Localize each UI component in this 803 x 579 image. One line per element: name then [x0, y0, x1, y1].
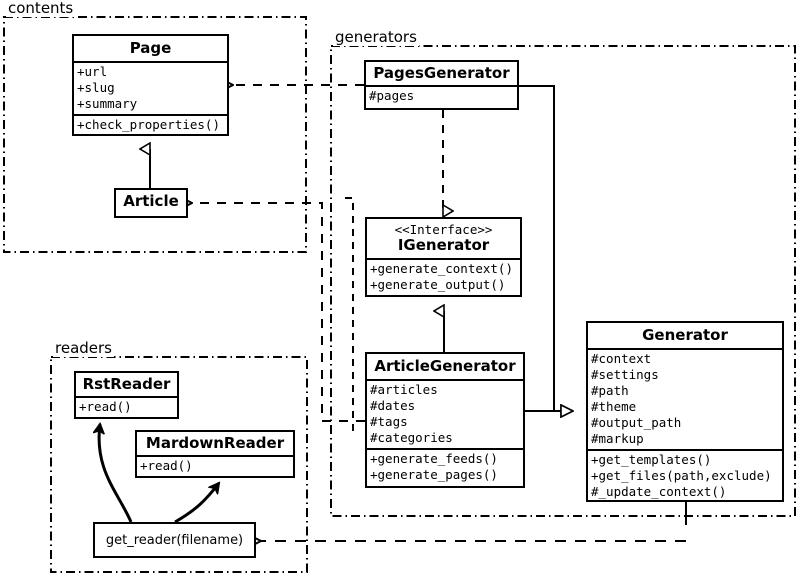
class-attribute: #tags — [370, 414, 408, 429]
class-box-igenerator[interactable]: <<Interface>> IGenerator +generate_conte… — [365, 217, 522, 297]
class-operation: +read() — [79, 399, 132, 414]
edge-articlegenerator-uses-article — [192, 203, 365, 422]
class-operation: +get_templates() — [591, 452, 712, 467]
class-operations-page: +check_properties() — [74, 114, 227, 135]
class-operations-mardown-reader: +read() — [137, 455, 293, 476]
class-operation: +read() — [140, 458, 193, 473]
class-attribute: +url — [77, 64, 108, 79]
class-attributes-article-generator: #articles #dates #tags #categories — [367, 379, 523, 448]
package-label-generators: generators — [333, 28, 419, 46]
class-operation: +generate_feeds() — [370, 451, 498, 466]
class-attribute: #output_path — [591, 415, 682, 430]
class-operations-igenerator: +generate_context() +generate_output() — [367, 258, 520, 295]
edge-get-reader-returns-rstreader — [99, 424, 133, 523]
class-attribute: +slug — [77, 80, 115, 95]
class-operation: +generate_pages() — [370, 467, 498, 482]
function-label-get-reader: get_reader(filename) — [105, 532, 244, 548]
class-attribute: #theme — [591, 399, 637, 414]
class-operations-generator: +get_templates() +get_files(path,exclude… — [588, 449, 782, 502]
class-attributes-pages-generator: #pages — [366, 85, 517, 106]
class-attribute: #path — [591, 383, 629, 398]
class-box-generator[interactable]: Generator #context #settings #path #them… — [586, 321, 784, 502]
package-label-contents: contents — [6, 0, 76, 17]
class-attribute: #articles — [370, 382, 438, 397]
class-attributes-generator: #context #settings #path #theme #output_… — [588, 348, 782, 449]
class-operation: +check_properties() — [77, 117, 220, 132]
class-box-pages-generator[interactable]: PagesGenerator #pages — [364, 60, 519, 110]
class-attributes-page: +url +slug +summary — [74, 61, 227, 114]
class-operation: +generate_context() — [370, 261, 513, 276]
class-box-article[interactable]: Article — [114, 188, 188, 218]
edge-get-reader-returns-mardownreader — [174, 483, 219, 524]
package-label-readers: readers — [53, 339, 114, 357]
class-name-generator: Generator — [642, 326, 728, 344]
class-box-mardown-reader[interactable]: MardownReader +read() — [135, 430, 295, 478]
class-operation: +get_files(path,exclude) — [591, 468, 772, 483]
class-operations-article-generator: +generate_feeds() +generate_pages() — [367, 448, 523, 485]
class-attribute: #markup — [591, 431, 644, 446]
class-attribute: #dates — [370, 398, 416, 413]
edge-pagesgenerator-inherits-generator — [519, 85, 573, 411]
class-operation: +generate_output() — [370, 277, 506, 292]
class-box-page[interactable]: Page +url +slug +summary +check_properti… — [72, 34, 229, 136]
class-attribute: #categories — [370, 430, 453, 445]
class-name-article-generator: ArticleGenerator — [374, 357, 516, 375]
class-operations-rst-reader: +read() — [76, 396, 177, 417]
function-box-get-reader[interactable]: get_reader(filename) — [93, 522, 256, 558]
class-name-page: Page — [129, 39, 172, 57]
class-operation: #_update_context() — [591, 484, 727, 499]
class-attribute: #context — [591, 351, 652, 366]
class-attribute: #pages — [369, 88, 415, 103]
class-name-rst-reader: RstReader — [82, 375, 171, 393]
class-name-article: Article — [123, 192, 179, 210]
class-attribute: #settings — [591, 367, 659, 382]
generators-inner-group-border — [345, 197, 354, 432]
class-attribute: +summary — [77, 96, 138, 111]
class-name-igenerator: IGenerator — [397, 236, 490, 254]
class-name-mardown-reader: MardownReader — [145, 434, 285, 452]
class-box-article-generator[interactable]: ArticleGenerator #articles #dates #tags … — [365, 352, 525, 488]
class-box-rst-reader[interactable]: RstReader +read() — [74, 371, 179, 419]
class-name-pages-generator: PagesGenerator — [373, 64, 510, 82]
class-stereotype-igenerator: <<Interface>> — [394, 222, 493, 237]
